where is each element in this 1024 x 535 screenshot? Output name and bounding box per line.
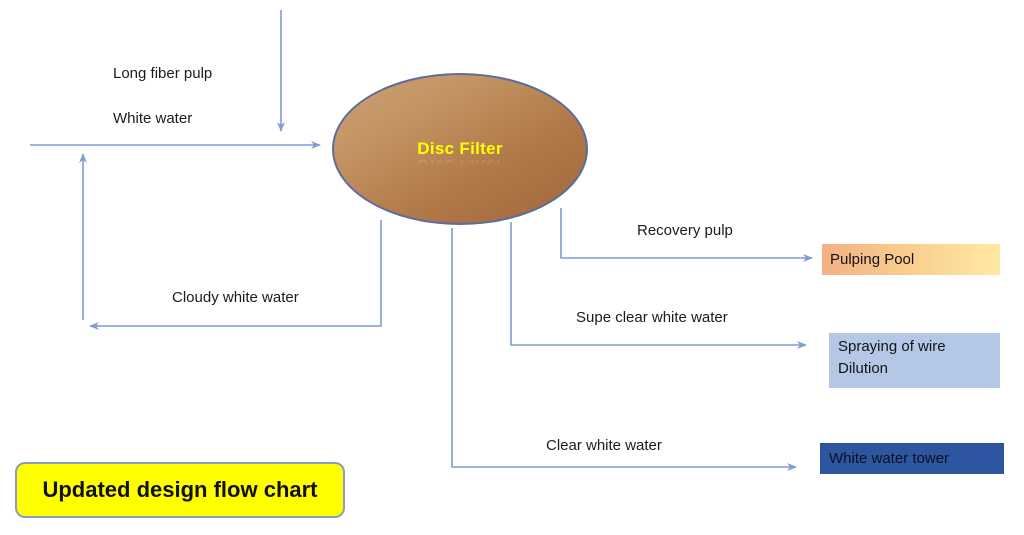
process-label: Disc Filter xyxy=(417,139,503,158)
title-label: Updated design flow chart xyxy=(42,477,318,502)
process-label-wrap: Disc Filter Disc Filter xyxy=(417,139,503,175)
arrow-clear-white-water xyxy=(451,228,797,471)
arrow-cloudy-white-water xyxy=(89,220,382,330)
destination-spraying-of-wire-dilution: Spraying of wire Dilution xyxy=(829,333,1000,388)
destination-spraying-label: Spraying of wire Dilution xyxy=(838,338,946,377)
label-clear-white-water: Clear white water xyxy=(546,437,662,454)
label-recovery-pulp: Recovery pulp xyxy=(637,222,733,239)
label-white-water: White water xyxy=(113,110,193,127)
title-box: Updated design flow chart xyxy=(15,462,345,518)
arrow-supe-clear-white-water xyxy=(510,222,807,349)
process-disc-filter: Disc Filter Disc Filter xyxy=(332,73,588,225)
destination-tower-label: White water tower xyxy=(829,450,950,467)
label-cloudy-white-water: Cloudy white water xyxy=(172,289,299,306)
destination-pulping-pool: Pulping Pool xyxy=(822,244,1000,275)
destination-white-water-tower: White water tower xyxy=(820,443,1004,474)
destination-pulping-pool-label: Pulping Pool xyxy=(830,251,915,268)
arrow-recovery-pulp xyxy=(560,208,813,262)
label-supe-clear-white-water: Supe clear white water xyxy=(576,309,728,326)
label-long-fiber-pulp: Long fiber pulp xyxy=(113,65,213,82)
